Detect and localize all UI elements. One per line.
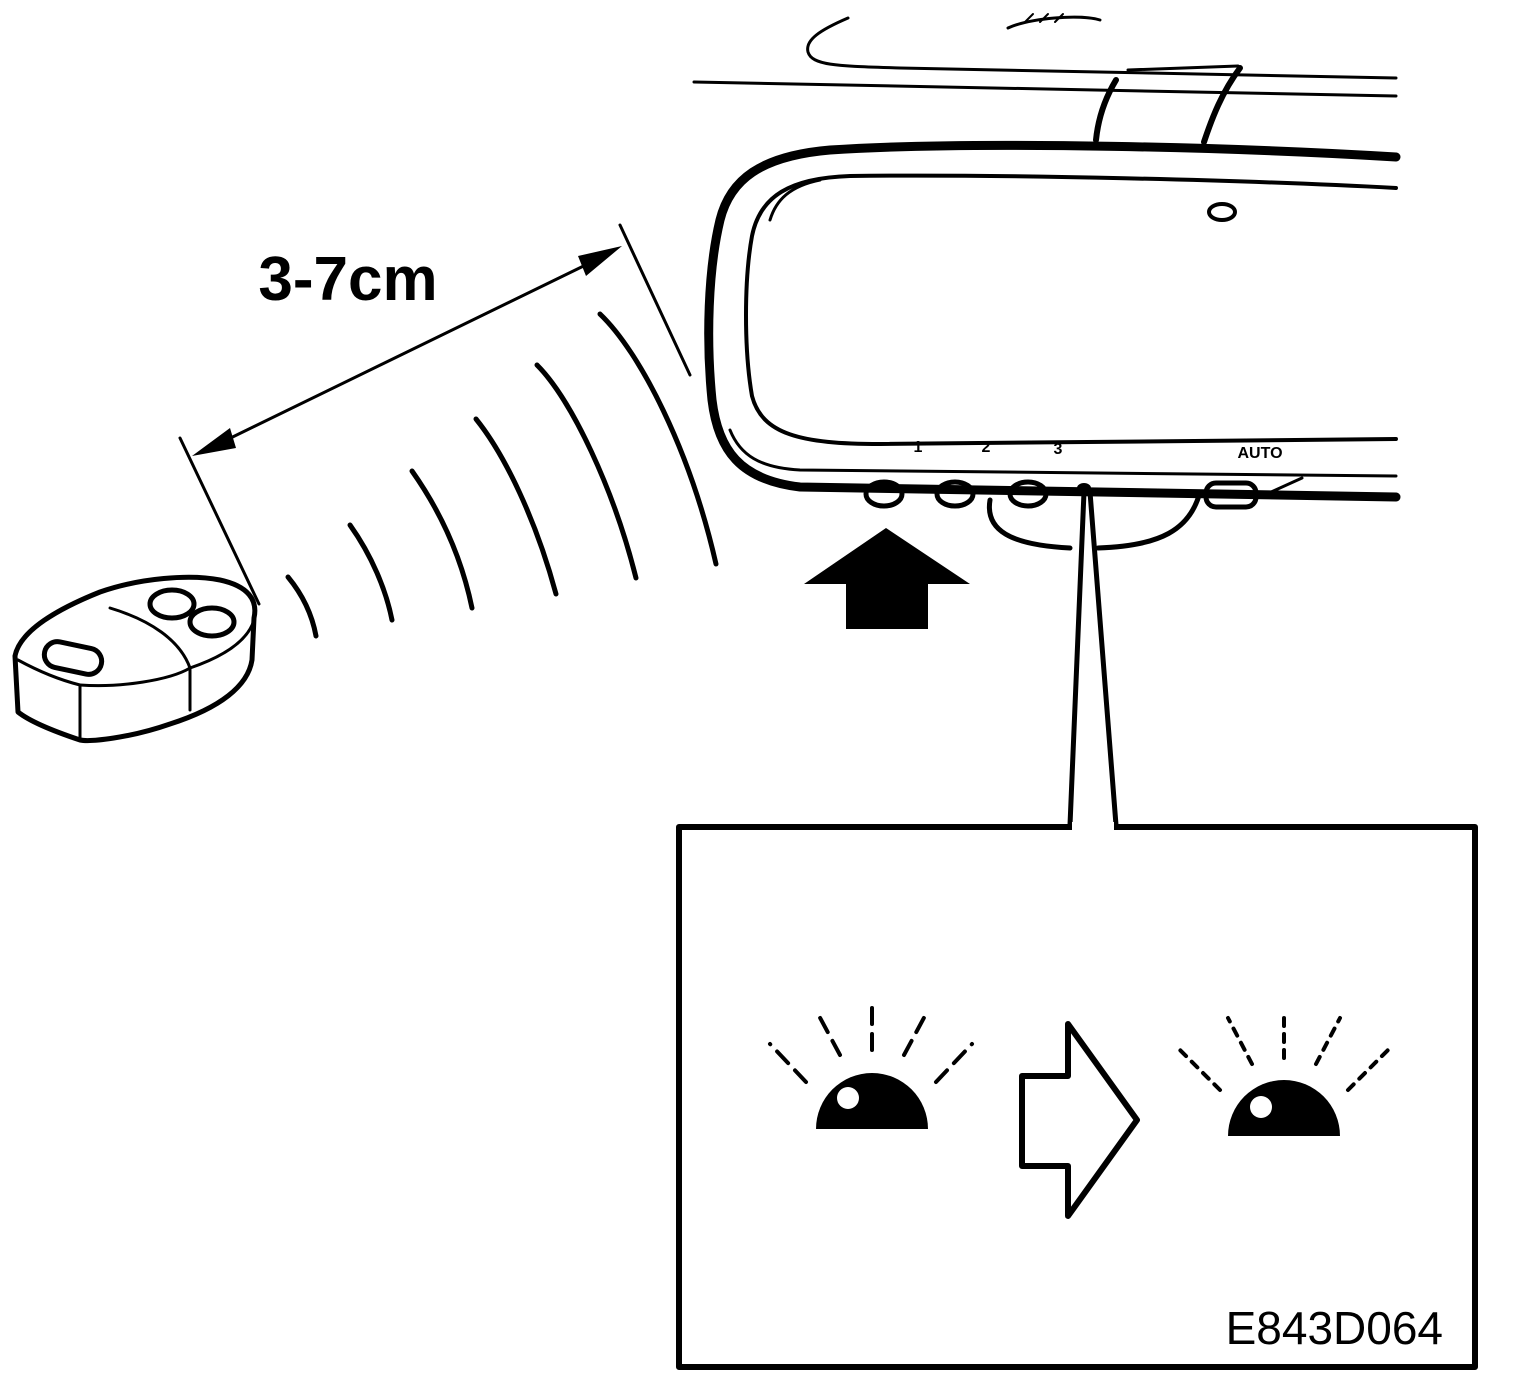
mirror-button-3[interactable] [1007,479,1049,509]
button-1-label: 1 [914,439,923,456]
button-2-label: 2 [982,439,991,456]
button-3-label: 3 [1054,441,1063,458]
signal-waves-icon [285,311,719,639]
indicator-lamp-flashing-slow-icon [768,1002,974,1129]
mirror-button-1[interactable] [863,479,905,509]
indicator-lamp-flashing-fast-icon [1178,1010,1390,1136]
right-arrow-icon [1019,1021,1140,1219]
mirror-button-2[interactable] [934,479,976,509]
mirror-button-auto[interactable] [1203,480,1259,510]
garage-remote-icon [12,574,258,743]
push-arrow-icon [804,528,970,629]
indicator-led [1077,483,1091,493]
distance-dimension [178,223,692,606]
callout-leader [1067,489,1119,828]
indicator-callout-box [676,824,1478,1370]
auto-button-label: AUTO [1237,445,1282,462]
distance-label: 3-7cm [258,245,437,314]
rearview-mirror: 1 2 3 AUTO [692,13,1401,551]
figure-code: E843D064 [1226,1302,1443,1354]
